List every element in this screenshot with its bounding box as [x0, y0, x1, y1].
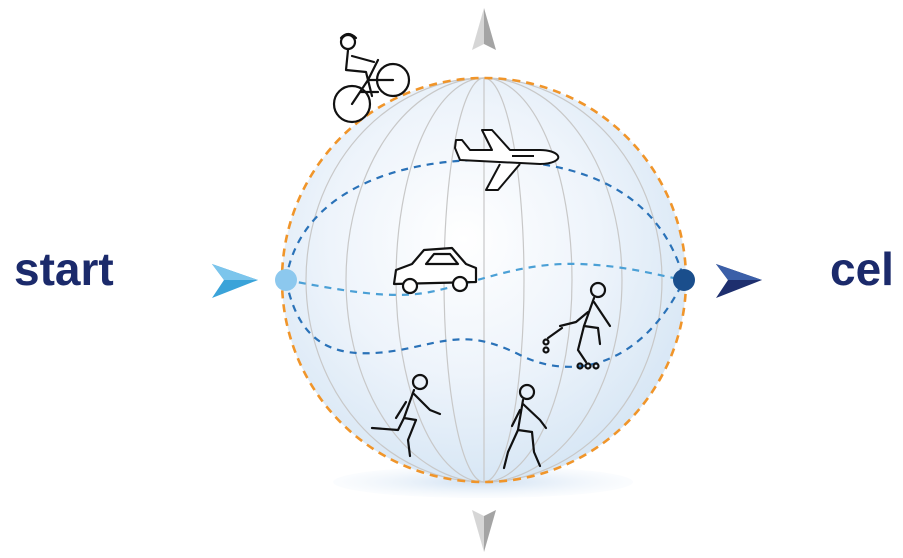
runner-icon [370, 373, 442, 458]
cyclist-icon [332, 32, 411, 124]
end-arrow-icon [716, 264, 762, 298]
walker-icon [502, 383, 548, 470]
start-label: start [14, 243, 114, 295]
down-arrow-icon [472, 510, 496, 552]
meridian-lines [305, 77, 663, 483]
route-lower [284, 279, 685, 368]
up-arrow-icon [472, 8, 496, 50]
start-arrow-icon [212, 264, 258, 298]
route-middle [285, 262, 685, 296]
end-label: cel [830, 243, 894, 295]
end-point [673, 269, 695, 291]
airplane-icon [454, 129, 560, 191]
start-point [275, 269, 297, 291]
car-icon [392, 246, 478, 295]
rollerblader-icon [542, 281, 612, 370]
